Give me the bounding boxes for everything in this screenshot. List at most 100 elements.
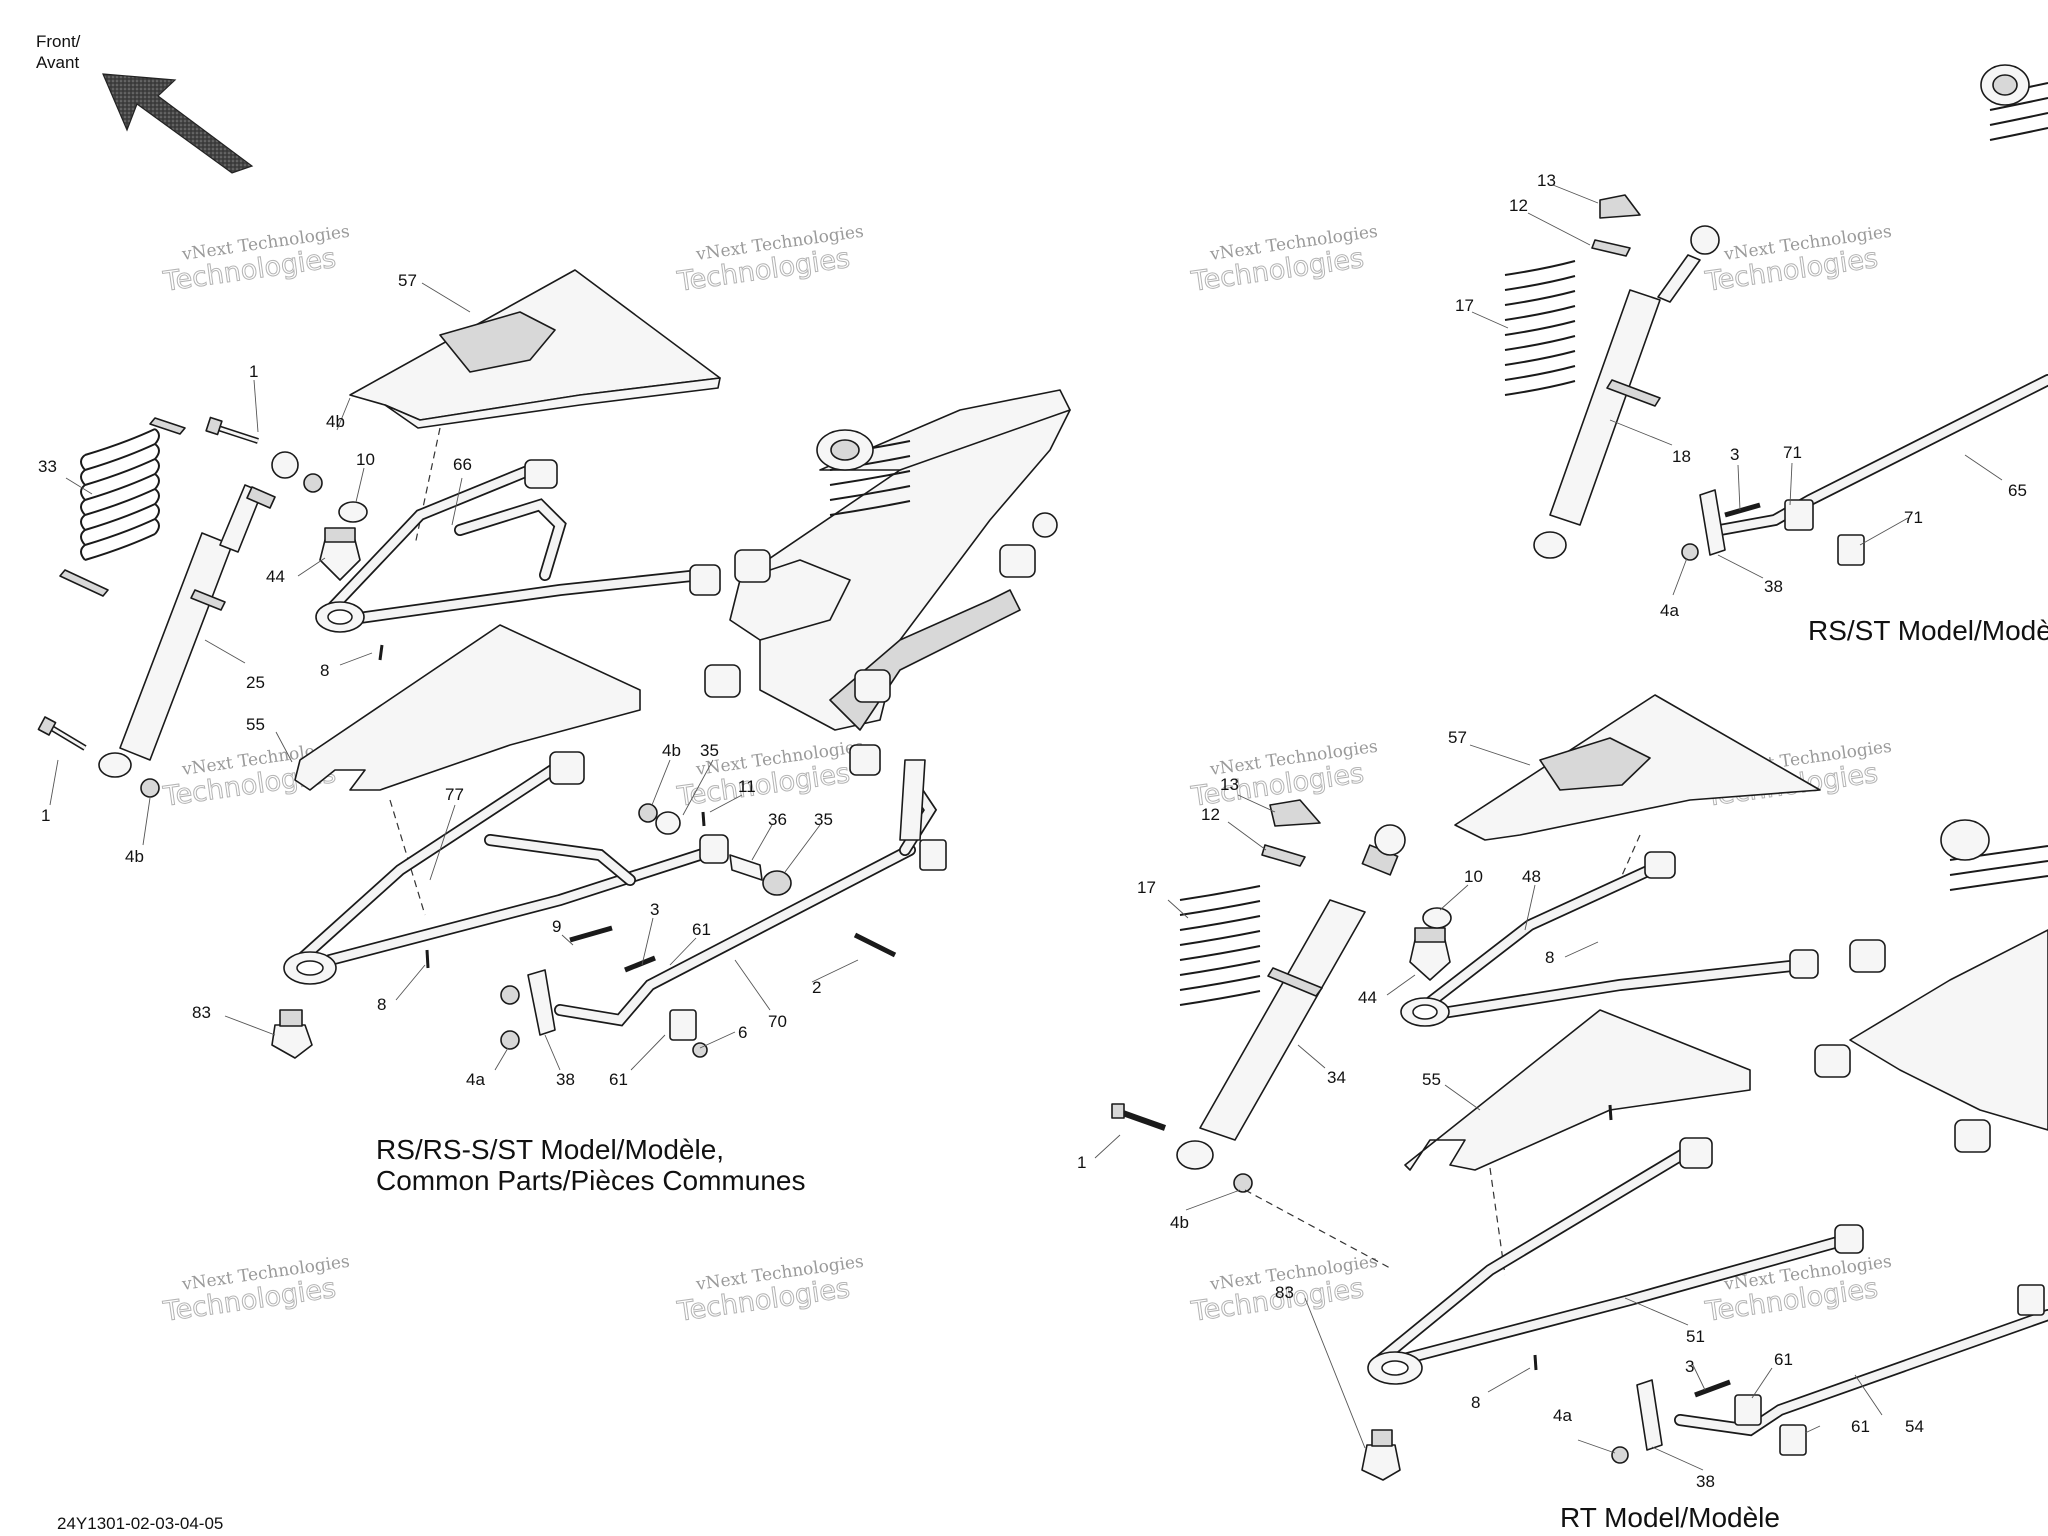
skid-plate-55 (1404, 1009, 1751, 1171)
lower-a-arm-51 (1367, 1137, 1864, 1385)
skid-plate-57 (1454, 694, 1821, 841)
coil-spring-17 (1179, 885, 1261, 1006)
callout: 71 (1904, 508, 1923, 527)
callout: 17 (1137, 878, 1156, 897)
bolt-1c (1111, 1103, 1167, 1131)
grease-fitting-8 (425, 949, 430, 969)
rt-frame-partial (1814, 819, 2048, 1153)
grease-fitting-8 (378, 644, 384, 661)
nut-4b (303, 473, 323, 493)
callout: 55 (1422, 1070, 1441, 1089)
callout: 38 (1696, 1472, 1715, 1491)
callout: 8 (320, 661, 329, 680)
caption-rt: RT Model/Modèle (1560, 1502, 1780, 1533)
callout: 4b (125, 847, 144, 866)
callout: 2 (812, 978, 821, 997)
caption-rs-st: RS/ST Model/Modèle (1808, 615, 2048, 646)
ball-joint-44 (1409, 927, 1451, 981)
bolt-9 (569, 925, 613, 943)
coil-spring-17 (1504, 260, 1576, 396)
rt-assembly (1111, 694, 2048, 1481)
callout: 1 (1077, 1153, 1086, 1172)
callout: 44 (266, 567, 285, 586)
callout-numbers: 1 33 4b 57 10 66 44 8 25 55 1 4b 77 4b 3… (38, 171, 2027, 1491)
fitting-11 (701, 811, 706, 827)
skid-plate-57 (349, 269, 721, 429)
callout: 25 (246, 673, 265, 692)
callout: 3 (1685, 1357, 1694, 1376)
circlip-10 (1422, 907, 1452, 929)
frame-shock-partial (1980, 64, 2048, 141)
part-13 (1599, 194, 1641, 219)
callout: 8 (1545, 948, 1554, 967)
callout: 13 (1537, 171, 1556, 190)
sleeve-36 (729, 854, 763, 881)
callout: 4a (466, 1070, 485, 1089)
callout: 57 (398, 271, 417, 290)
upper-a-arm-48 (1400, 851, 1819, 1027)
nut-4b (140, 778, 160, 798)
sway-bar-link-38 (1681, 489, 1726, 561)
callout: 61 (609, 1070, 628, 1089)
callout: 18 (1672, 447, 1691, 466)
sway-bar-link-38 (1611, 1379, 1663, 1464)
callout: 38 (556, 1070, 575, 1089)
callout: 8 (1471, 1393, 1480, 1412)
callout: 4b (1170, 1213, 1189, 1232)
callout: 70 (768, 1012, 787, 1031)
washer-35 (655, 811, 681, 835)
callout: 51 (1686, 1327, 1705, 1346)
bolt-2 (853, 932, 897, 958)
rs-st-assembly (1504, 64, 2048, 566)
callout: 54 (1905, 1417, 1924, 1436)
callout: 83 (192, 1003, 211, 1022)
callout: 61 (1851, 1417, 1870, 1436)
upper-a-arm-66 (315, 459, 721, 633)
sway-bar-54 (1674, 1284, 2048, 1456)
nut-4b (638, 803, 658, 823)
callout: 3 (1730, 445, 1739, 464)
callout: 8 (377, 995, 386, 1014)
front-frame-and-shock (704, 389, 1071, 776)
sway-bar-70 (554, 759, 947, 1041)
leader-lines (49, 184, 2003, 1471)
direction-label-line1: Front/ (36, 32, 81, 51)
skid-plate-55 (294, 624, 641, 791)
callout: 4b (662, 741, 681, 760)
nut-4b (1233, 1173, 1253, 1193)
callout: 12 (1509, 196, 1528, 215)
ball-joint-83 (271, 1009, 313, 1059)
callout: 12 (1201, 805, 1220, 824)
bushing-35 (762, 870, 792, 896)
bolt-1b (37, 716, 87, 751)
shock-absorber-25 (98, 451, 299, 778)
shock-absorber-18 (1533, 225, 1720, 559)
callout: 66 (453, 455, 472, 474)
callout: 57 (1448, 728, 1467, 747)
caption-common-line2: Common Parts/Pièces Communes (376, 1165, 805, 1196)
common-parts-assembly (37, 269, 1071, 1059)
callout: 1 (41, 806, 50, 825)
callout: 65 (2008, 481, 2027, 500)
callout: 4b (326, 412, 345, 431)
frame-shock (816, 429, 911, 516)
callout: 6 (738, 1023, 747, 1042)
callout: 33 (38, 457, 57, 476)
callout: 4a (1553, 1406, 1572, 1425)
callout: 9 (552, 917, 561, 936)
callout: 3 (650, 900, 659, 919)
callout: 71 (1783, 443, 1802, 462)
callout: 4a (1660, 601, 1679, 620)
diagram-code: 24Y1301-02-03-04-05 (57, 1514, 223, 1533)
callout: 35 (814, 810, 833, 829)
part-12 (1591, 239, 1631, 257)
part-13 (1269, 799, 1321, 827)
callout: 17 (1455, 296, 1474, 315)
callout: 1 (249, 362, 258, 381)
callout: 13 (1220, 775, 1239, 794)
bolt-3 (624, 955, 656, 973)
callout: 34 (1327, 1068, 1346, 1087)
bolt-3 (1724, 502, 1761, 518)
callout: 77 (445, 785, 464, 804)
